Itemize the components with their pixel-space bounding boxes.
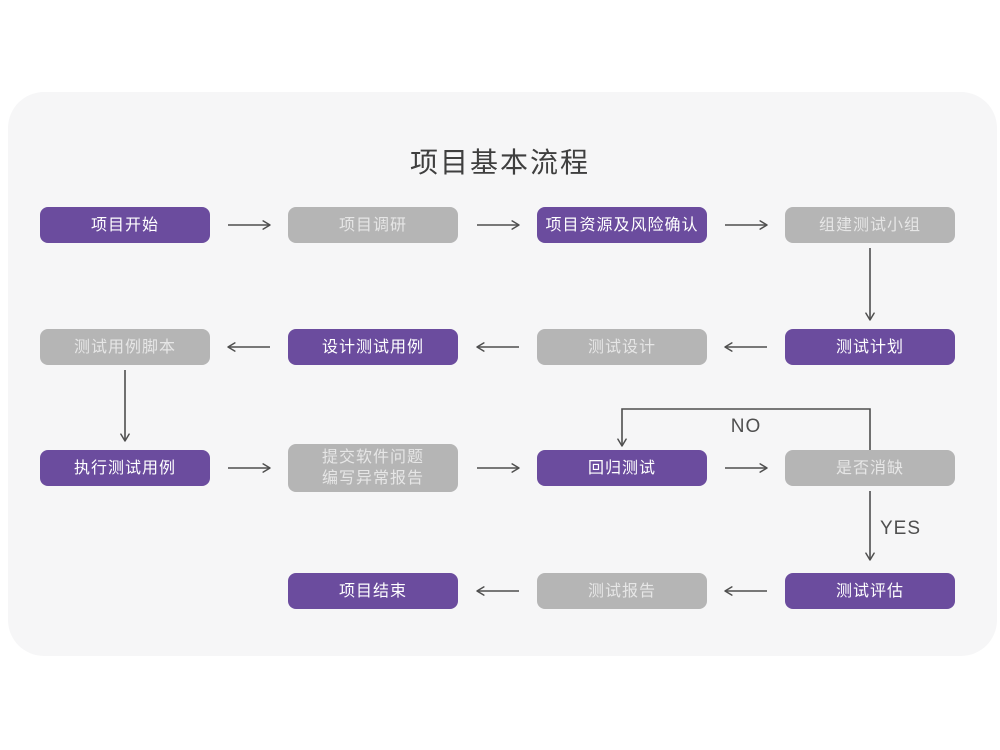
node-resource-risk-confirm: 项目资源及风险确认 <box>537 207 707 243</box>
node-project-end: 项目结束 <box>288 573 458 609</box>
node-submit-issues-report: 提交软件问题 编写异常报告 <box>288 444 458 492</box>
node-project-start: 项目开始 <box>40 207 210 243</box>
node-test-plan: 测试计划 <box>785 329 955 365</box>
node-regression-test: 回归测试 <box>537 450 707 486</box>
node-build-test-team: 组建测试小组 <box>785 207 955 243</box>
node-test-case-script: 测试用例脚本 <box>40 329 210 365</box>
node-test-evaluation: 测试评估 <box>785 573 955 609</box>
yes-branch-label: YES <box>880 518 922 539</box>
no-branch-label: NO <box>730 416 762 437</box>
node-test-design: 测试设计 <box>537 329 707 365</box>
node-project-research: 项目调研 <box>288 207 458 243</box>
node-defect-resolved-decision: 是否消缺 <box>785 450 955 486</box>
node-design-test-cases: 设计测试用例 <box>288 329 458 365</box>
node-execute-test-cases: 执行测试用例 <box>40 450 210 486</box>
node-test-report: 测试报告 <box>537 573 707 609</box>
flowchart-card <box>8 92 997 656</box>
page-title: 项目基本流程 <box>409 147 590 178</box>
